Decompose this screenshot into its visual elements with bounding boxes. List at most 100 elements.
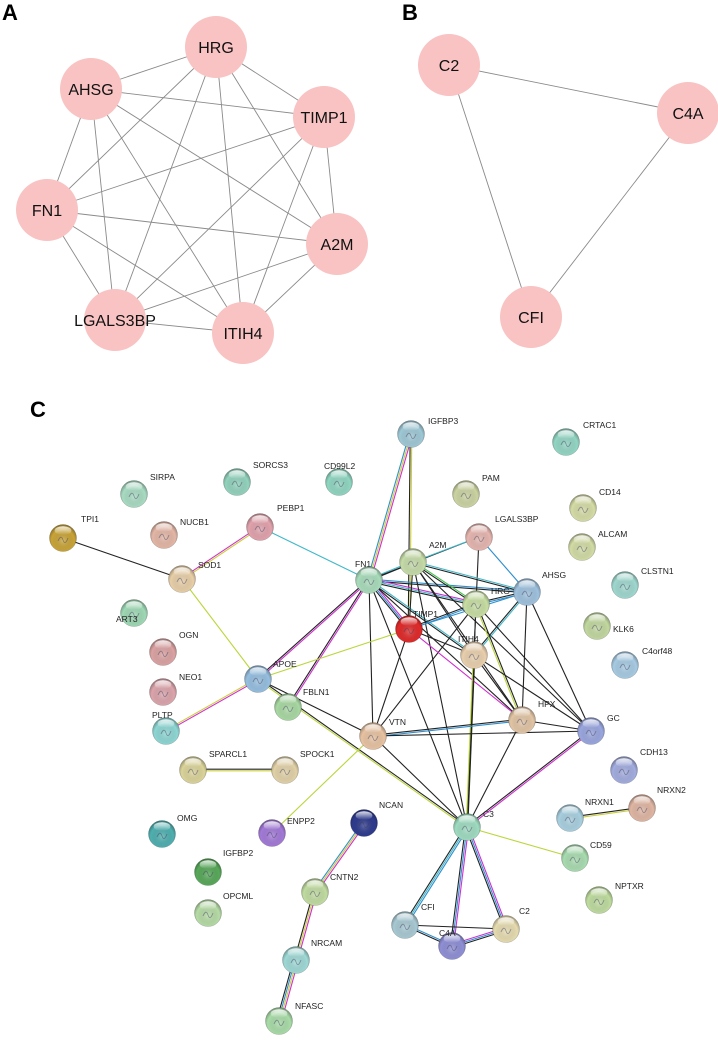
edge-fn1-fbln1 <box>286 579 371 708</box>
node-c4orf48[interactable]: C4orf48 <box>611 646 673 679</box>
node-alcam[interactable]: ALCAM <box>568 529 628 561</box>
edge-c3-c2 <box>464 826 509 930</box>
node-vtn[interactable]: VTN <box>359 717 407 750</box>
edge-a2m-lgals3bp <box>114 243 338 321</box>
node-cdh13[interactable]: CDH13 <box>610 747 669 784</box>
edge-evidence-line <box>258 580 370 681</box>
node-highlight <box>251 515 269 524</box>
edge-hrg-c3 <box>466 603 477 828</box>
node-sirpa[interactable]: SIRPA <box>120 472 176 508</box>
node-sorcs3[interactable]: SORCS3 <box>223 460 289 496</box>
node-c2[interactable]: C2 <box>492 906 531 943</box>
node-timp1[interactable]: TIMP1 <box>395 609 439 643</box>
node-timp1[interactable]: TIMP1 <box>293 86 355 148</box>
node-cd59[interactable]: CD59 <box>561 840 613 872</box>
node-nfasc[interactable]: NFASC <box>265 1001 324 1035</box>
node-ogn[interactable]: OGN <box>149 630 199 666</box>
node-fbln1[interactable]: FBLN1 <box>274 687 330 721</box>
node-hpx[interactable]: HPX <box>508 699 556 734</box>
node-c4a[interactable]: C4A <box>657 82 718 144</box>
node-igfbp3[interactable]: IGFBP3 <box>397 416 459 448</box>
node-hrg[interactable]: HRG <box>185 16 247 78</box>
node-pebp1[interactable]: PEBP1 <box>246 503 305 541</box>
node-ahsg[interactable]: AHSG <box>513 570 567 606</box>
node-tpi1[interactable]: TPI1 <box>49 514 100 552</box>
node-cfi[interactable]: CFI <box>391 902 435 939</box>
node-lgals3bp[interactable]: LGALS3BP <box>74 289 156 351</box>
node-a2m[interactable]: A2M <box>306 213 368 275</box>
edge-evidence-line <box>409 434 413 630</box>
protein-structure-icon <box>367 734 379 741</box>
node-klk6[interactable]: KLK6 <box>583 612 635 640</box>
node-highlight <box>228 470 246 479</box>
node-gc[interactable]: GC <box>577 713 620 745</box>
protein-structure-icon <box>57 536 69 543</box>
node-pltp[interactable]: PLTP <box>152 710 180 745</box>
node-igfbp2[interactable]: IGFBP2 <box>194 848 254 886</box>
edge-evidence-line <box>413 560 528 592</box>
protein-structure-icon <box>516 718 528 725</box>
node-cd14[interactable]: CD14 <box>569 487 622 522</box>
node-c2[interactable]: C2 <box>418 34 480 96</box>
edge-evidence-line <box>182 527 261 581</box>
node-highlight <box>155 523 173 532</box>
node-crtac1[interactable]: CRTAC1 <box>552 420 617 456</box>
node-nrcam[interactable]: NRCAM <box>282 938 343 974</box>
edge-evidence-line <box>476 603 524 720</box>
node-neo1[interactable]: NEO1 <box>149 672 203 706</box>
node-sparcl1[interactable]: SPARCL1 <box>179 749 248 784</box>
node-nptxr[interactable]: NPTXR <box>585 881 644 914</box>
node-a2m[interactable]: A2M <box>399 540 447 576</box>
protein-structure-icon <box>309 890 321 897</box>
node-label: CFI <box>421 902 435 912</box>
node-circle <box>212 302 274 364</box>
node-opcml[interactable]: OPCML <box>194 891 254 927</box>
node-cfi[interactable]: CFI <box>500 286 562 348</box>
node-c3[interactable]: C3 <box>453 809 495 841</box>
node-label: HRG <box>491 586 510 596</box>
node-nrxn1[interactable]: NRXN1 <box>556 797 615 832</box>
node-nrxn2[interactable]: NRXN2 <box>628 785 687 822</box>
edge-evidence-line <box>369 578 528 592</box>
protein-structure-icon <box>156 832 168 839</box>
node-fn1[interactable]: FN1 <box>355 559 383 594</box>
node-pam[interactable]: PAM <box>452 473 500 508</box>
edge-evidence-line <box>466 719 523 828</box>
node-sod1[interactable]: SOD1 <box>168 560 222 593</box>
node-omg[interactable]: OMG <box>148 813 198 848</box>
edge-evidence-line <box>257 628 410 680</box>
node-itih4[interactable]: ITIH4 <box>212 302 274 364</box>
node-art3[interactable]: ART3 <box>116 599 148 627</box>
node-fn1[interactable]: FN1 <box>16 179 78 241</box>
node-nucb1[interactable]: NUCB1 <box>150 517 210 549</box>
node-hrg[interactable]: HRG <box>462 586 510 618</box>
edge-evidence-line <box>521 591 528 721</box>
edge-fn1-itih4 <box>46 209 244 334</box>
node-c4a[interactable]: C4A <box>438 928 466 960</box>
node-circle <box>306 213 368 275</box>
protein-structure-icon <box>266 831 278 838</box>
node-itih4[interactable]: ITIH4 <box>458 634 488 669</box>
node-lgals3bp[interactable]: LGALS3BP <box>465 514 539 551</box>
protein-structure-icon <box>279 768 291 775</box>
node-label: NPTXR <box>615 881 644 891</box>
edge-evidence-line <box>466 826 576 859</box>
node-apoe[interactable]: APOE <box>244 659 297 693</box>
node-spock1[interactable]: SPOCK1 <box>271 749 335 784</box>
edge-evidence-line <box>271 735 374 834</box>
edge-evidence-line <box>166 679 259 733</box>
node-cntn2[interactable]: CNTN2 <box>301 872 359 906</box>
node-ahsg[interactable]: AHSG <box>60 58 122 120</box>
node-clstn1[interactable]: CLSTN1 <box>611 566 674 599</box>
node-highlight <box>402 422 420 431</box>
edge-ncan-cntn2 <box>313 821 366 894</box>
node-cd99l2[interactable]: CD99L2 <box>324 461 355 496</box>
protein-structure-icon <box>403 627 415 634</box>
node-highlight <box>54 526 72 535</box>
node-ncan[interactable]: NCAN <box>350 800 404 837</box>
protein-structure-icon <box>128 611 140 618</box>
node-label: OPCML <box>223 891 254 901</box>
edge-evidence-line <box>473 654 592 732</box>
node-enpp2[interactable]: ENPP2 <box>258 816 316 847</box>
